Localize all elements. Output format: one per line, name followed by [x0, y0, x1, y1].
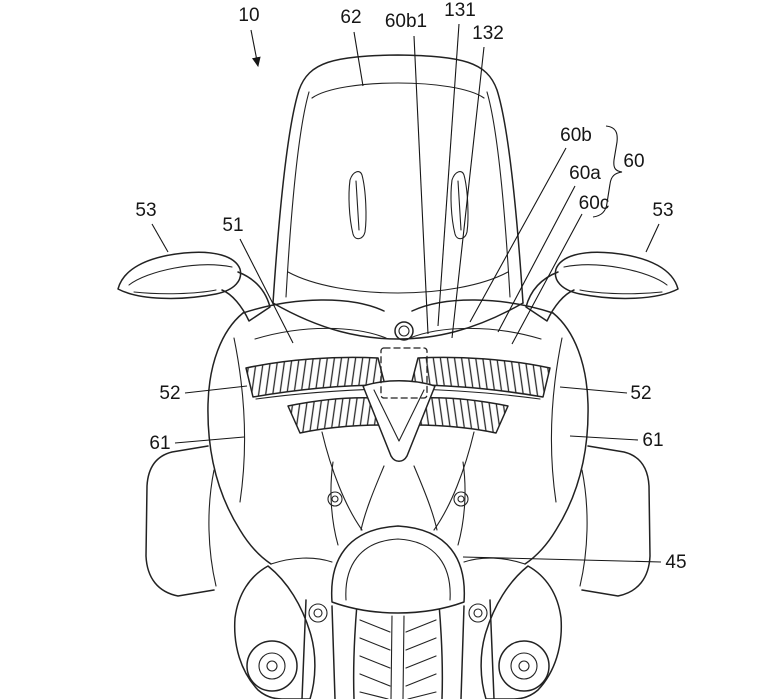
- ref-label-60a-6: 60a: [569, 163, 601, 184]
- leader-line-51-10: [239, 238, 294, 344]
- ref-label-52-12: 52: [159, 383, 180, 404]
- hidden-unit-outline: [380, 347, 428, 399]
- front-wheel: [352, 603, 444, 699]
- ref-label-53-11: 53: [652, 200, 673, 221]
- brace-60: [592, 125, 623, 218]
- ref-label-60b1-2: 60b1: [385, 11, 427, 32]
- leader-line-61-15: [569, 435, 639, 441]
- leader-line-60c-7: [511, 213, 583, 345]
- right-half-mirrored: [409, 251, 679, 699]
- windscreen-vent-right: [450, 171, 469, 240]
- left-headlight: [245, 356, 386, 434]
- sensor-circle: [394, 321, 414, 341]
- windscreen-vent-left: [348, 171, 367, 240]
- tire-tread: [359, 619, 437, 699]
- ref-label-61-14: 61: [149, 433, 170, 454]
- leader-line-60b1-2: [413, 35, 429, 335]
- left-half: [117, 251, 387, 699]
- left-pannier: [145, 445, 217, 597]
- left-fork: [301, 599, 336, 699]
- sensor-unit: [380, 321, 428, 399]
- leader-line-60a-6: [497, 185, 576, 333]
- ref-label-51-10: 51: [222, 215, 243, 236]
- ref-label-60c-7: 60c: [579, 193, 610, 214]
- ref-label-60-8: 60: [623, 151, 644, 172]
- ref-label-60b-5: 60b: [560, 125, 592, 146]
- left-fairing: [207, 299, 387, 565]
- ref-label-45-16: 45: [665, 552, 686, 573]
- left-fog-lamp: [246, 640, 298, 692]
- leader-line-52-13: [559, 386, 628, 394]
- leader-line-53-9: [151, 223, 169, 253]
- left-mirror: [117, 251, 271, 322]
- ref-label-132-4: 132: [472, 23, 504, 44]
- leader-line-62-1: [353, 31, 364, 87]
- leader-line-132-4: [451, 46, 485, 339]
- ref-label-61-15: 61: [642, 430, 663, 451]
- ref-label-53-9: 53: [135, 200, 156, 221]
- leader-line-52-12: [184, 385, 248, 394]
- windscreen: [272, 54, 524, 340]
- leader-line-10-0: [250, 29, 261, 68]
- leader-line-45-16: [462, 556, 662, 563]
- ref-label-62-1: 62: [340, 7, 361, 28]
- mirror-stalk: [221, 271, 271, 322]
- leader-line-60b-5: [469, 147, 567, 323]
- ref-label-131-3: 131: [444, 0, 476, 21]
- leader-lines: [151, 23, 662, 563]
- center-nose: [360, 380, 438, 531]
- left-lower-cowl: [233, 565, 316, 699]
- ref-label-10-0: 10: [238, 5, 259, 26]
- leader-line-131-3: [437, 23, 460, 327]
- leader-line-53-11: [645, 223, 660, 253]
- front-fender: [330, 525, 466, 614]
- ref-label-52-13: 52: [630, 383, 651, 404]
- leader-line-61-14: [174, 436, 245, 444]
